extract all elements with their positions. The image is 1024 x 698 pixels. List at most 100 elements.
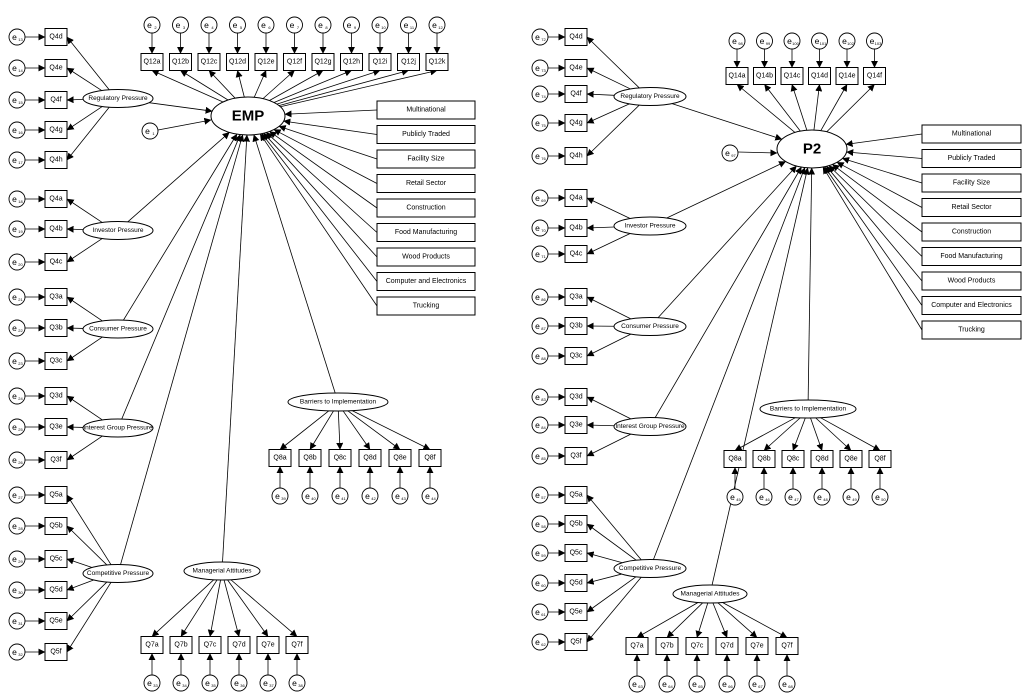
error-term-index: 19 [18, 229, 23, 234]
indicator-box [376, 149, 476, 169]
error-term [8, 288, 26, 306]
error-term [391, 487, 409, 505]
error-term-label: e [12, 356, 17, 366]
error-term [531, 515, 549, 533]
error-term-label: e [535, 578, 540, 588]
error-term [531, 317, 549, 335]
factor-latent [82, 89, 154, 108]
error-term-index: 43 [401, 496, 406, 501]
indicator-box [44, 612, 68, 630]
path-arrow [180, 70, 229, 101]
indicator-label: Q12j [401, 59, 416, 66]
error-term [628, 675, 646, 693]
path-arrow [666, 602, 703, 638]
indicator-box [564, 245, 588, 263]
error-term-label: e [305, 491, 310, 501]
error-term-label: e [147, 20, 152, 30]
indicator-box [839, 450, 863, 468]
factor-latent-label: Managerial Attitudes [681, 591, 741, 598]
error-term-label: e [662, 679, 667, 689]
indicator-box [921, 247, 1022, 266]
indicator-label: Q4c [50, 259, 63, 266]
indicator-label: Q4h [49, 157, 62, 164]
error-term [428, 16, 446, 34]
error-term [756, 32, 773, 50]
error-term-index: 100 [792, 41, 799, 46]
error-term-index: 83 [541, 397, 546, 402]
error-term-index: 103 [875, 41, 882, 46]
error-term-index: 36 [240, 683, 245, 688]
error-term-index: 16 [18, 130, 23, 135]
indicator-box [810, 450, 834, 468]
indicator-label: Trucking [958, 327, 985, 334]
error-term-index: 49 [852, 497, 857, 502]
error-term-label: e [535, 490, 540, 500]
path-arrow [252, 134, 336, 394]
path-arrow [120, 134, 245, 565]
indicator-label: Food Manufacturing [940, 253, 1002, 260]
factor-latent [287, 392, 389, 412]
path-arrow [66, 395, 103, 421]
error-term-label: e [535, 249, 540, 259]
error-term-index: 11 [410, 25, 415, 30]
error-term [288, 674, 306, 692]
error-term [257, 16, 275, 34]
error-term [8, 550, 26, 568]
indicator-box [564, 219, 588, 237]
factor-latent-label: Consumer Pressure [621, 323, 679, 330]
indicator-label: Q3c [570, 353, 583, 360]
path-arrow [586, 573, 622, 585]
indicator-label: Retail Sector [951, 204, 992, 211]
factor-latent [672, 584, 748, 604]
indicator-label: Q8f [874, 456, 885, 463]
indicator-label: Q8d [363, 455, 376, 462]
error-term [172, 16, 189, 34]
error-term [755, 488, 773, 506]
path-arrow [66, 96, 84, 104]
indicator-label: Q3d [49, 393, 62, 400]
indicator-box [283, 53, 306, 71]
path-arrow [695, 602, 709, 638]
indicator-box [298, 449, 322, 467]
path-arrow [309, 410, 334, 450]
error-term-label: e [870, 36, 875, 46]
error-term-index: 58 [541, 524, 546, 529]
indicator-box [625, 637, 649, 655]
error-term-index: 48 [823, 497, 828, 502]
factor-latent [613, 87, 687, 106]
indicator-label: Q7f [781, 643, 792, 650]
error-term [421, 487, 439, 505]
path-arrow [283, 118, 378, 135]
error-term [531, 147, 549, 165]
error-term [8, 418, 26, 436]
indicator-label: Food Manufacturing [395, 229, 457, 236]
indicator-label: Multinational [406, 107, 446, 114]
path-arrow [586, 433, 632, 457]
indicator-label: Q8b [757, 456, 770, 463]
error-term [8, 387, 26, 405]
indicator-label: Q4g [49, 127, 62, 134]
indicator-label: Q5a [569, 492, 582, 499]
indicator-label: Q3d [569, 394, 582, 401]
indicator-box [564, 189, 588, 207]
error-term-label: e [692, 679, 697, 689]
error-term-label: e [292, 678, 297, 688]
path-arrow [235, 70, 245, 98]
error-term [8, 220, 26, 238]
factor-latent-label: Barriers to Implementation [300, 399, 377, 406]
factor-latent [183, 561, 261, 581]
path-arrow [846, 149, 923, 159]
path-arrow [832, 164, 923, 233]
indicator-label: Publicly Traded [402, 131, 450, 138]
error-term-index: 18 [18, 199, 23, 204]
indicator-label: Q3b [49, 325, 62, 332]
error-term-index: 76 [541, 156, 546, 161]
error-term [871, 488, 889, 506]
path-arrow [151, 579, 214, 637]
indicator-label: Q7c [691, 643, 704, 650]
indicator-label: Q12k [429, 59, 446, 66]
factor-latent [82, 221, 154, 240]
indicator-box [227, 636, 251, 654]
error-term-index: 24 [18, 396, 23, 401]
factor-latent [82, 319, 154, 339]
